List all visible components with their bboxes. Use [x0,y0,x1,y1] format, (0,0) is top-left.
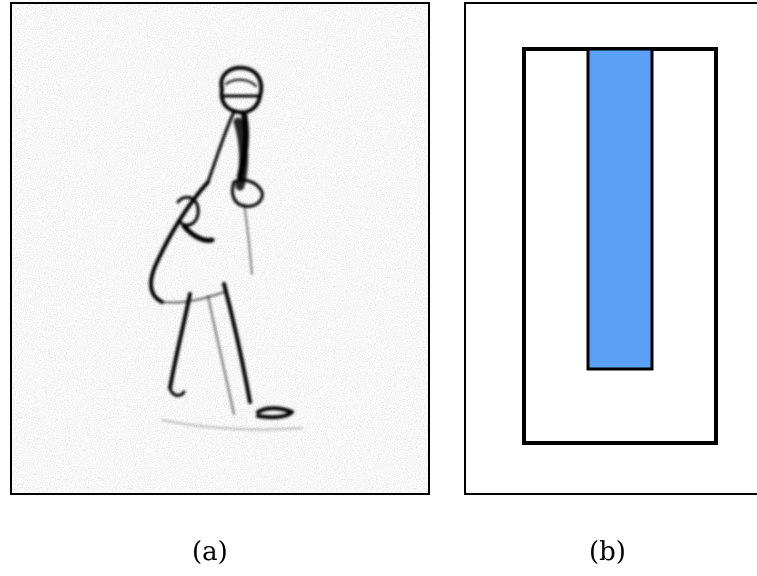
filled-bar [586,47,654,371]
caption-panel-a: (a) [192,537,228,567]
caption-panel-b: (b) [589,537,626,567]
panel-b-schematic [464,2,757,495]
walking-person-edge-image [12,4,428,493]
schematic-diagram [522,47,718,445]
panel-a-edge-image [10,2,430,495]
